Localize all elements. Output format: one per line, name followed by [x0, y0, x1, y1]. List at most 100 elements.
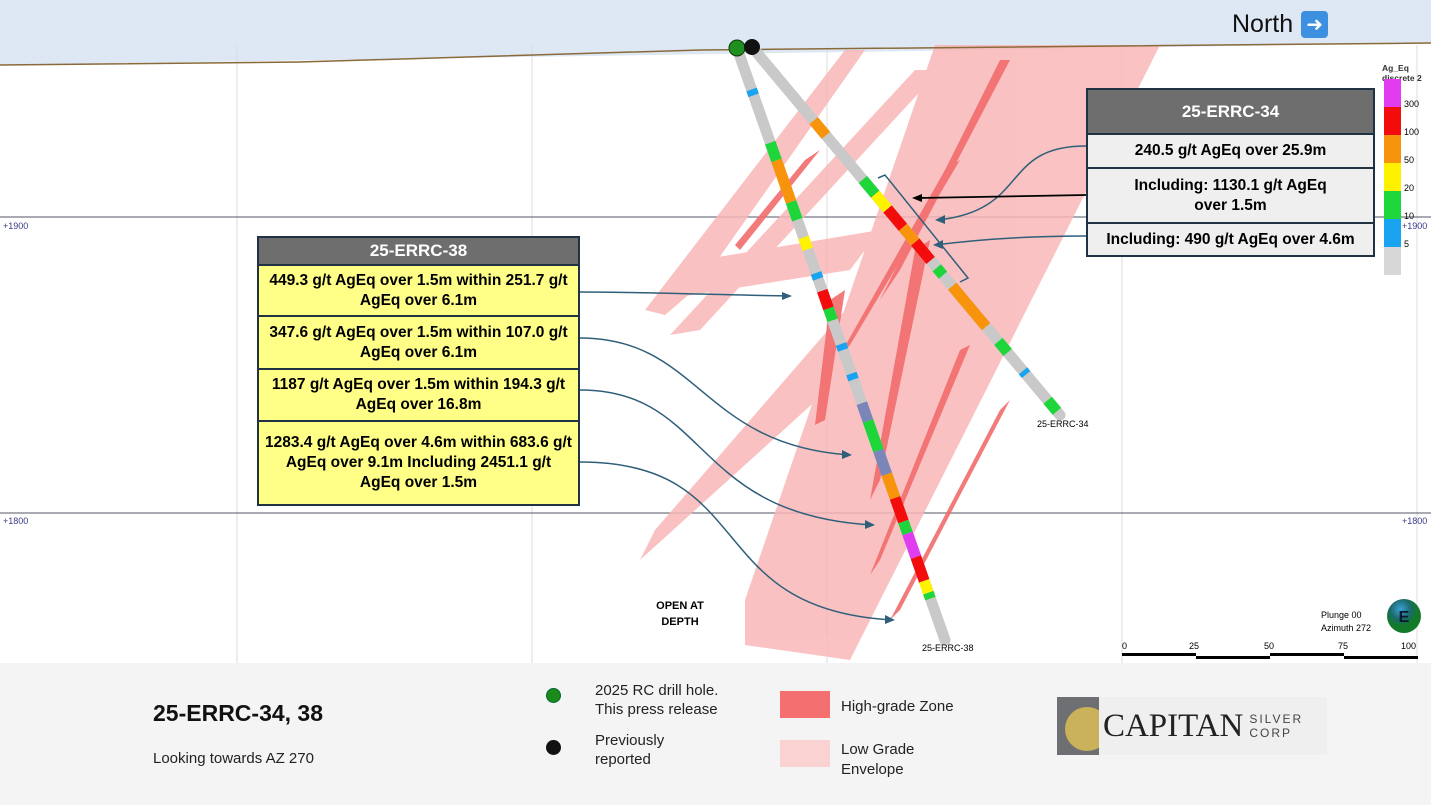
assay-interval	[994, 337, 1012, 356]
collar-25-errc-38	[728, 39, 746, 57]
grade-bin-swatch	[1384, 79, 1401, 107]
assay-interval	[883, 205, 908, 231]
right-arrow-icon: ➜	[1301, 11, 1329, 38]
assay-interval	[898, 519, 913, 536]
assay-interval	[785, 200, 803, 222]
footer-title: 25-ERRC-34, 38	[153, 700, 324, 726]
scale-bar	[1122, 653, 1418, 659]
grade-bin-label: 50	[1404, 155, 1415, 165]
north-label: North	[1232, 10, 1294, 38]
assay-interval	[746, 87, 759, 98]
assay-interval	[963, 301, 991, 331]
compass-icon	[1387, 599, 1421, 633]
logo-sub-text: SILVER CORP	[1249, 712, 1304, 740]
green-collar-icon	[546, 688, 561, 703]
compass-letter: E	[1399, 609, 1410, 626]
assay-interval	[856, 401, 874, 423]
note-line: OPEN AT	[656, 600, 704, 612]
assay-interval	[902, 531, 922, 559]
scale-tick: 100	[1401, 641, 1417, 651]
elevation-label-right-1900: +1900	[1402, 221, 1428, 231]
legend-new-hole: 2025 RC drill hole.This press release	[595, 682, 719, 718]
company-logo: CAPITAN SILVER CORP	[1057, 697, 1327, 755]
grade-legend-subtitle: discrete 2	[1382, 73, 1422, 83]
assay-interval	[817, 288, 834, 311]
assay-interval	[881, 472, 901, 500]
callout-row: 347.6 g/t AgEq over 1.5m within 107.0 g/…	[259, 315, 578, 368]
high-grade-swatch	[780, 691, 830, 718]
callout-title: 25-ERRC-38	[259, 238, 578, 264]
assay-interval	[798, 235, 813, 252]
assay-interval	[809, 117, 831, 139]
assay-interval	[862, 419, 884, 453]
callout-25-errc-34: 25-ERRC-34 240.5 g/t AgEq over 25.9m Inc…	[1086, 88, 1375, 257]
collar-25-errc-34	[744, 39, 760, 55]
legend-high-grade: High-grade Zone	[841, 698, 954, 715]
scale-tick: 25	[1189, 641, 1200, 651]
footer-subtitle: Looking towards AZ 270	[153, 750, 314, 767]
logo-main-text: CAPITAN	[1102, 707, 1244, 744]
scale-tick: 0	[1122, 641, 1128, 651]
grade-legend-title: Ag_Eq	[1382, 63, 1409, 73]
assay-interval	[810, 271, 824, 281]
sky-band	[0, 0, 1431, 65]
grade-bin-swatch	[1384, 107, 1401, 135]
callout-row: 1283.4 g/t AgEq over 4.6m within 683.6 g…	[259, 420, 578, 504]
assay-interval	[1043, 396, 1062, 415]
callout-row: 240.5 g/t AgEq over 25.9m	[1088, 133, 1373, 167]
callout-25-errc-38: 25-ERRC-38 449.3 g/t AgEq over 1.5m with…	[257, 236, 580, 506]
assay-interval	[771, 158, 797, 204]
grade-bin-swatch	[1384, 135, 1401, 163]
callout-row: Including: 490 g/t AgEq over 4.6m	[1088, 222, 1373, 255]
hole-label-38: 25-ERRC-38	[922, 643, 974, 653]
callout-title: 25-ERRC-34	[1088, 90, 1373, 133]
scale-tick: 75	[1338, 641, 1349, 651]
plunge-label: Plunge 00	[1321, 610, 1362, 620]
assay-interval	[846, 371, 859, 382]
assay-interval	[870, 190, 892, 213]
assay-interval	[932, 264, 948, 279]
grade-bin-swatch	[1384, 247, 1401, 275]
grade-bin-label: 5	[1404, 239, 1410, 249]
grade-bin-label: 100	[1404, 127, 1420, 137]
azimuth-label: Azimuth 272	[1321, 623, 1372, 633]
grade-bin-label: 10	[1404, 211, 1415, 221]
callout-arrows	[579, 145, 1087, 621]
elevation-label-left-1800: +1800	[3, 516, 29, 526]
grade-bin-label: 300	[1404, 99, 1420, 109]
callout-arrow-black	[917, 194, 1087, 199]
black-collar-icon	[546, 740, 561, 755]
grade-bin-swatch	[1384, 163, 1401, 191]
assay-interval	[835, 342, 849, 352]
scale-tick: 50	[1264, 641, 1275, 651]
assay-interval	[923, 590, 936, 601]
assay-interval	[858, 175, 880, 198]
elevation-label-right-1800: +1800	[1402, 516, 1428, 526]
assay-interval	[889, 496, 909, 524]
assay-interval	[765, 140, 782, 163]
interval-bracket	[877, 174, 970, 283]
note-line: DEPTH	[661, 616, 699, 628]
assay-interval	[1018, 367, 1031, 379]
assay-interval	[919, 578, 934, 595]
assay-interval	[947, 282, 972, 309]
assay-interval	[910, 555, 930, 583]
grade-bin-swatch	[1384, 219, 1401, 247]
open-at-depth-note: OPEN AT DEPTH	[648, 598, 712, 630]
callout-row: 449.3 g/t AgEq over 1.5m within 251.7 g/…	[259, 264, 578, 315]
assay-interval	[898, 223, 920, 246]
callout-row: Including: 1130.1 g/t AgEq over 1.5m	[1088, 167, 1373, 222]
elevation-label-left-1900: +1900	[3, 221, 29, 231]
assay-interval	[823, 306, 838, 323]
assay-interval	[911, 238, 935, 264]
hole-label-34: 25-ERRC-34	[1037, 419, 1089, 429]
low-grade-swatch	[780, 740, 830, 767]
north-indicator: North ➜	[1232, 10, 1329, 39]
grade-bin-swatch	[1384, 191, 1401, 219]
topography-line	[0, 42, 1431, 66]
logo-mark-icon	[1057, 697, 1099, 755]
callout-row: 1187 g/t AgEq over 1.5m within 194.3 g/t…	[259, 368, 578, 420]
